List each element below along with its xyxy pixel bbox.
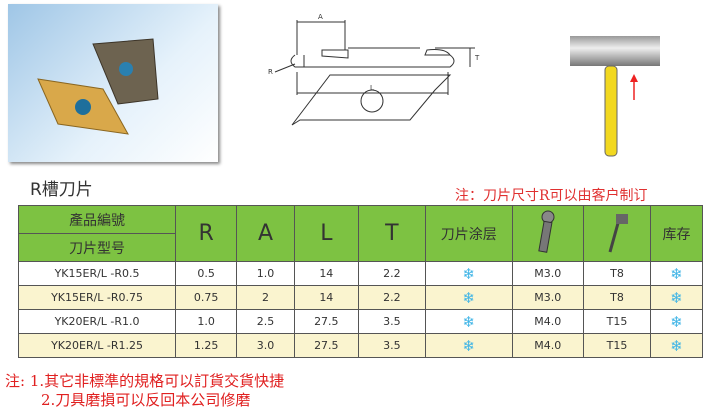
gold-inserts-image [37,38,159,135]
l-cell: 27.5 [293,309,359,334]
l-cell: 27.5 [293,333,359,358]
footer-note-2: 2.刀具磨損可以反回本公司修磨 [41,391,251,409]
a-cell: 3.0 [236,333,295,358]
coating-icon: ❄ [424,333,513,358]
footer-note-1: 注: 1.其它非標準的規格可以訂貨交貨快捷 [5,372,285,390]
coating-icon: ❄ [424,309,513,334]
custom-note: 注：刀片尺寸R可以由客户制订 [455,188,648,204]
header-coating: 刀片涂层 [424,205,513,262]
header-l: L [293,205,359,262]
dim-a-label: A [318,13,323,21]
model-cell: YK20ER/L -R1.25 [17,333,177,358]
screw-icon [511,205,585,262]
r-cell: 1.0 [175,309,238,334]
l-cell: 14 [293,261,359,286]
screw-cell: M3.0 [511,261,585,286]
model-cell: YK15ER/L -R0.5 [17,261,177,286]
r-cell: 1.25 [175,333,238,358]
r-cell: 0.5 [175,261,238,286]
application-diagram [570,36,660,157]
coating-icon: ❄ [424,285,513,310]
wrench-cell: T15 [583,333,652,358]
t-cell: 3.5 [357,333,426,358]
insert-photo [8,4,218,162]
torx-wrench-icon [583,205,652,262]
t-cell: 2.2 [357,261,426,286]
dim-t-label: T [474,54,480,62]
a-cell: 2.5 [236,309,295,334]
wrench-cell: T8 [583,261,652,286]
t-cell: 3.5 [357,309,426,334]
dim-l-label: L [370,84,374,92]
coating-icon: ❄ [424,261,513,286]
insert-dimension-drawing: A T L R [268,13,480,126]
wrench-cell: T8 [583,285,652,310]
stock-icon: ❄ [650,261,703,286]
a-cell: 2 [236,285,295,310]
screw-cell: M3.0 [511,285,585,310]
header-r: R [175,205,238,262]
header-insert-model: 刀片型号 [17,233,177,262]
header-a: A [236,205,295,262]
spec-table: 產品編號 R A L T 刀片涂层 库存 刀片型号 YK15ER/L -R0.5… [17,205,703,358]
footer-notes: 注: 1.其它非標準的規格可以訂貨交貨快捷 2.刀具磨損可以反回本公司修磨 [5,372,284,410]
a-cell: 1.0 [236,261,295,286]
screw-cell: M4.0 [511,309,585,334]
header-t: T [357,205,426,262]
wrench-cell: T15 [583,309,652,334]
stock-icon: ❄ [650,309,703,334]
stock-icon: ❄ [650,333,703,358]
model-cell: YK15ER/L -R0.75 [17,285,177,310]
section-title: R槽刀片 [30,180,93,200]
model-cell: YK20ER/L -R1.0 [17,309,177,334]
header-product-code: 產品編號 [17,205,177,234]
dim-r-label: R [268,68,273,76]
l-cell: 14 [293,285,359,310]
t-cell: 2.2 [357,285,426,310]
screw-cell: M4.0 [511,333,585,358]
header-stock: 库存 [650,205,703,262]
r-cell: 0.75 [175,285,238,310]
stock-icon: ❄ [650,285,703,310]
